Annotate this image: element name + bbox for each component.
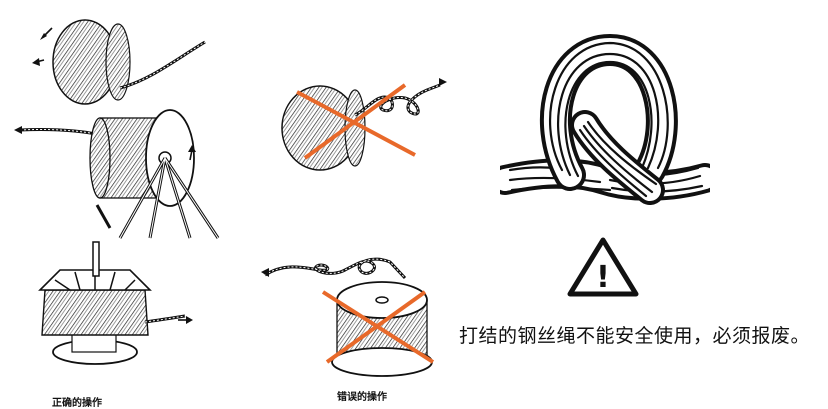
- x-cross-icon: [296, 83, 416, 160]
- arrow-icon: [261, 268, 269, 277]
- turntable-coil: [38, 241, 186, 365]
- wrong-operations-panel: 错误的操作: [255, 0, 455, 409]
- kinked-rope-panel: [500, 30, 710, 220]
- reel-on-stand: [19, 109, 220, 239]
- wrong-operations-illustration: [261, 78, 447, 377]
- warning-symbol: !: [596, 260, 610, 295]
- x-cross-icon: [321, 290, 435, 364]
- wrong-operation-caption: 错误的操作: [337, 392, 387, 403]
- correct-operations-illustration: [14, 19, 220, 365]
- arrow-icon: [439, 78, 447, 86]
- correct-operation-caption: 正确的操作: [52, 398, 102, 409]
- arrow-icon: [14, 126, 196, 161]
- arrow-icon: [178, 316, 193, 324]
- warning-triangle-icon: !: [566, 236, 640, 298]
- correct-operations-panel: 正确的操作: [0, 0, 240, 409]
- arrow-icon: [32, 27, 53, 66]
- wrong-reel-pull: [264, 257, 433, 377]
- kinked-wire-rope-illustration: [500, 33, 710, 205]
- scrap-warning-text: 打结的钢丝绳不能安全使用，必须报废。: [459, 325, 811, 347]
- rolling-coil: [52, 19, 206, 105]
